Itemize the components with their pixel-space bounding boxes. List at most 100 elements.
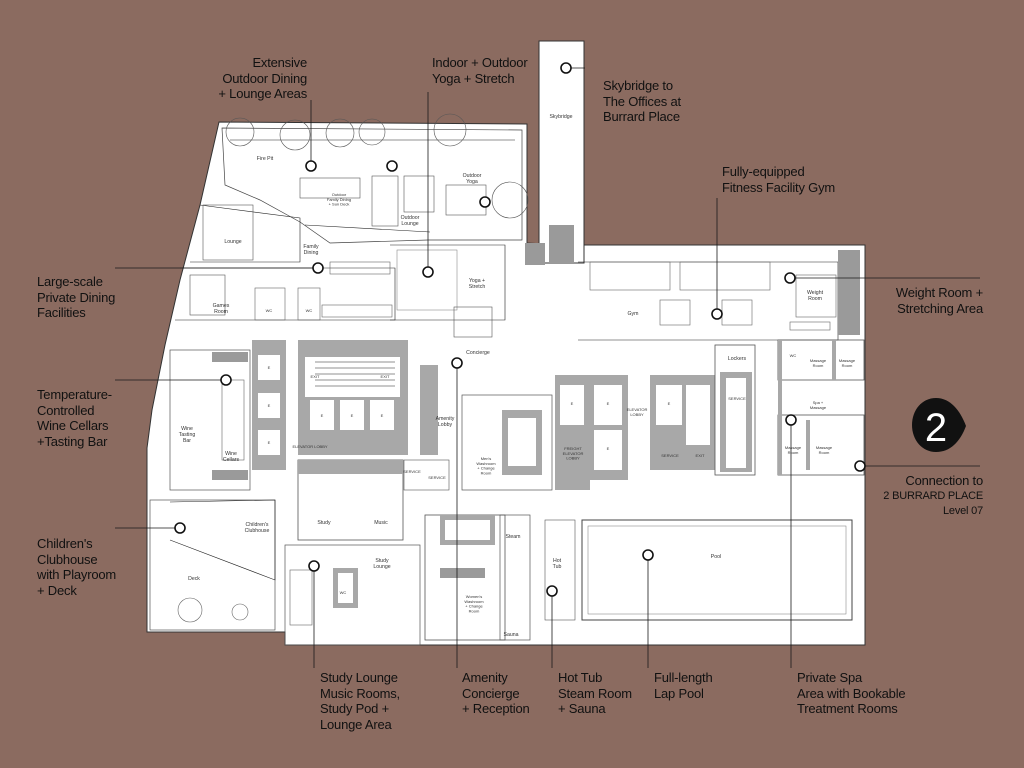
callout-private-dining: Large-scale Private Dining Facilities: [37, 274, 116, 320]
room-label-exit: EXIT: [696, 453, 705, 458]
room-label-elevator: E: [607, 401, 610, 406]
callout-connection-sub: 2 BURRARD PLACE Level 07: [883, 490, 983, 517]
room-label-elevator: E: [381, 413, 384, 418]
room-label-steam: Steam: [506, 534, 521, 540]
callout-connection-title: Connection to: [905, 473, 983, 488]
room-label-pool: Pool: [711, 554, 721, 560]
marker-wine: [220, 374, 232, 386]
room-label-study: Study: [317, 520, 331, 526]
room-label-lounge: Lounge: [224, 239, 241, 245]
room-label-concierge: Concierge: [466, 350, 490, 356]
room-label-service: SERVICE: [403, 469, 421, 474]
room-label-elevator: E: [351, 413, 354, 418]
callout-childrens: Children's Clubhouse with Playroom + Dec…: [37, 536, 117, 598]
callout-spa: Private Spa Area with Bookable Treatment…: [797, 670, 906, 716]
floor-plate: [146, 40, 866, 646]
callout-gym: Fully-equipped Fitness Facility Gym: [722, 164, 836, 195]
marker-outdoor-yoga: [479, 196, 491, 208]
marker-skybridge: [560, 62, 572, 74]
marker-pool: [642, 549, 654, 561]
room-label-wc: WC: [306, 308, 313, 313]
room-label-elevator-lobby: ELEVATOR LOBBY: [292, 444, 327, 449]
room-label-skybridge: Skybridge: [549, 114, 572, 120]
room-label-elevator: E: [571, 401, 574, 406]
callout-yoga: Indoor + Outdoor Yoga + Stretch: [432, 55, 528, 86]
pool-area: [424, 514, 853, 641]
room-label-music: Music: [374, 520, 388, 526]
room-label-sauna: Sauna: [503, 632, 518, 638]
marker-private-dining: [312, 262, 324, 274]
room-label-gym: Gym: [628, 311, 639, 317]
marker-concierge: [451, 357, 463, 369]
marker-spa: [785, 414, 797, 426]
marker-yoga-indoor: [422, 266, 434, 278]
room-label-spa-massage: Spa +Massage: [810, 400, 827, 410]
leader-lines: [115, 67, 980, 668]
callout-weight-room: Weight Room + Stretching Area: [895, 285, 983, 316]
room-label-deck: Deck: [188, 576, 200, 582]
callout-hot-tub: Hot Tub Steam Room + Sauna: [558, 670, 632, 716]
room-label-service: SERVICE: [428, 475, 446, 480]
gym-area: [578, 250, 860, 341]
callout-concierge: Amenity Concierge + Reception: [462, 670, 530, 716]
marker-outdoor-dining: [305, 160, 317, 172]
burrard-place-logo: 2: [912, 398, 966, 452]
room-label-wc: WC: [790, 353, 797, 358]
room-label-wc: WC: [340, 590, 347, 595]
marker-childrens: [174, 522, 186, 534]
room-label-elevator: E: [268, 365, 271, 370]
room-label-elevator: E: [321, 413, 324, 418]
room-label-wc: WC: [266, 308, 273, 313]
room-label-elevator: E: [607, 446, 610, 451]
marker-gym: [711, 308, 723, 320]
room-label-service: SERVICE: [661, 453, 679, 458]
marker-hot-tub: [546, 585, 558, 597]
spa-area: [777, 339, 865, 476]
logo-glyph: 2: [925, 406, 947, 450]
marker-weight-room: [784, 272, 796, 284]
marker-study: [308, 560, 320, 572]
room-label-yoga-stretch: Yoga +Stretch: [469, 278, 486, 290]
room-label-elevator: E: [268, 440, 271, 445]
callout-wine-cellars: Temperature- Controlled Wine Cellars +Ta…: [37, 387, 112, 449]
room-label-elevator: E: [268, 403, 271, 408]
room-label-exit: EXIT: [381, 374, 390, 379]
marker-yoga-outdoor: [386, 160, 398, 172]
room-label-service: SERVICE: [728, 396, 746, 401]
callout-pool: Full-length Lap Pool: [654, 670, 713, 701]
outdoor-terrace: [221, 113, 529, 244]
marker-connection: [854, 460, 866, 472]
room-label-elevator: E: [668, 401, 671, 406]
callout-outdoor-dining: Extensive Outdoor Dining + Lounge Areas: [218, 55, 307, 101]
markers: [174, 62, 866, 597]
callout-skybridge: Skybridge to The Offices at Burrard Plac…: [603, 78, 681, 124]
callout-study: Study Lounge Music Rooms, Study Pod + Lo…: [320, 670, 400, 732]
room-label-lockers: Lockers: [728, 356, 747, 362]
room-label-fire-pit: Fire Pit: [257, 156, 274, 162]
cores: [169, 340, 756, 541]
room-label-exit: EXIT: [311, 374, 320, 379]
